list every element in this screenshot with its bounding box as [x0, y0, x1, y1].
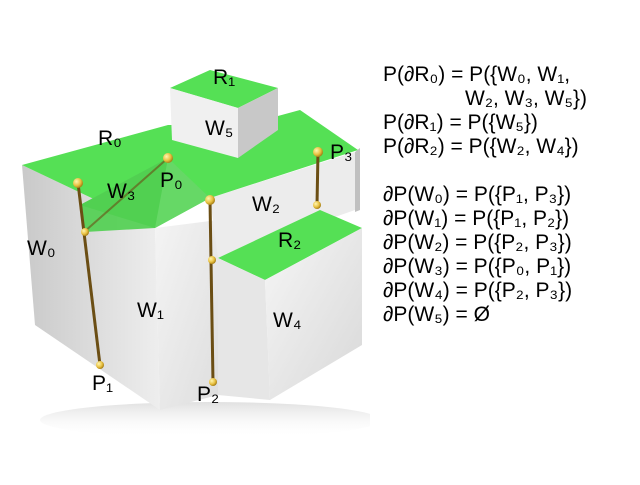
diagram-svg	[22, 70, 380, 438]
ball-p1-bottom	[96, 361, 104, 369]
formula-gap	[383, 159, 587, 183]
wall-w5-side	[238, 88, 278, 158]
label-p1: P₁	[92, 372, 114, 395]
pole-p1	[76, 182, 102, 366]
formula-w4: ∂P(W₄) = P({P₂, P₃})	[383, 279, 573, 302]
pole-p3	[315, 151, 320, 206]
ground-shadow	[40, 402, 380, 438]
label-p0: P₀	[160, 169, 183, 192]
label-w3: W₃	[107, 180, 136, 203]
ball-p2-mid	[208, 256, 216, 264]
wall-w5	[170, 88, 238, 158]
formula-w1: ∂P(W₁) = P({P₁, P₂})	[383, 207, 570, 230]
wall-back-right	[355, 148, 360, 212]
ball-p3-bottom	[313, 201, 321, 209]
label-w4: W₄	[273, 309, 302, 332]
cell-complex-diagram: R₁ W₅ R₀ P₃ P₀ W₃ W₂ R₂ W₀ W₁ W₄ P₁ P₂	[22, 66, 380, 438]
ball-p0	[163, 153, 173, 163]
label-r0: R₀	[98, 127, 122, 150]
label-w1: W₁	[137, 299, 164, 322]
wall-w4-left	[218, 258, 270, 400]
label-w0: W₀	[27, 237, 56, 260]
formula-w3: ∂P(W₃) = P({P₀, P₁})	[383, 255, 572, 278]
label-r2: R₂	[278, 229, 302, 252]
ball-p2-top	[205, 195, 215, 205]
label-w2: W₂	[252, 193, 280, 216]
formula-r0: P(∂R₀) = P({W₀, W₁,	[383, 63, 571, 86]
formula-list: P(∂R₀) = P({W₀, W₁, W₂, W₃, W₅}) P(∂R₁) …	[383, 63, 587, 327]
label-r1: R₁	[213, 66, 236, 89]
formula-w0: ∂P(W₀) = P({P₁, P₃})	[383, 183, 572, 206]
ball-p2-bottom	[209, 378, 217, 386]
wall-w1	[155, 220, 218, 410]
region-r1	[170, 70, 278, 108]
region-r2	[218, 210, 362, 280]
formula-r2: P(∂R₂) = P({W₂, W₄})	[383, 135, 579, 158]
formula-r1: P(∂R₁) = P({W₅})	[383, 111, 538, 134]
ball-p1-top	[73, 178, 83, 188]
formula-w5: ∂P(W₅) = Ø	[383, 303, 490, 326]
formula-r0-cont: W₂, W₃, W₅})	[465, 87, 587, 110]
pole-p2	[208, 199, 215, 383]
label-w5: W₅	[205, 117, 234, 140]
label-p3: P₃	[330, 141, 353, 164]
wall-w4	[265, 228, 362, 400]
formula-w2: ∂P(W₂) = P({P₂, P₃})	[383, 231, 572, 254]
label-p2: P₂	[197, 383, 220, 406]
edge-p0-p1	[83, 157, 169, 233]
ball-p3-top	[313, 147, 323, 157]
ball-p1-mid	[81, 228, 89, 236]
